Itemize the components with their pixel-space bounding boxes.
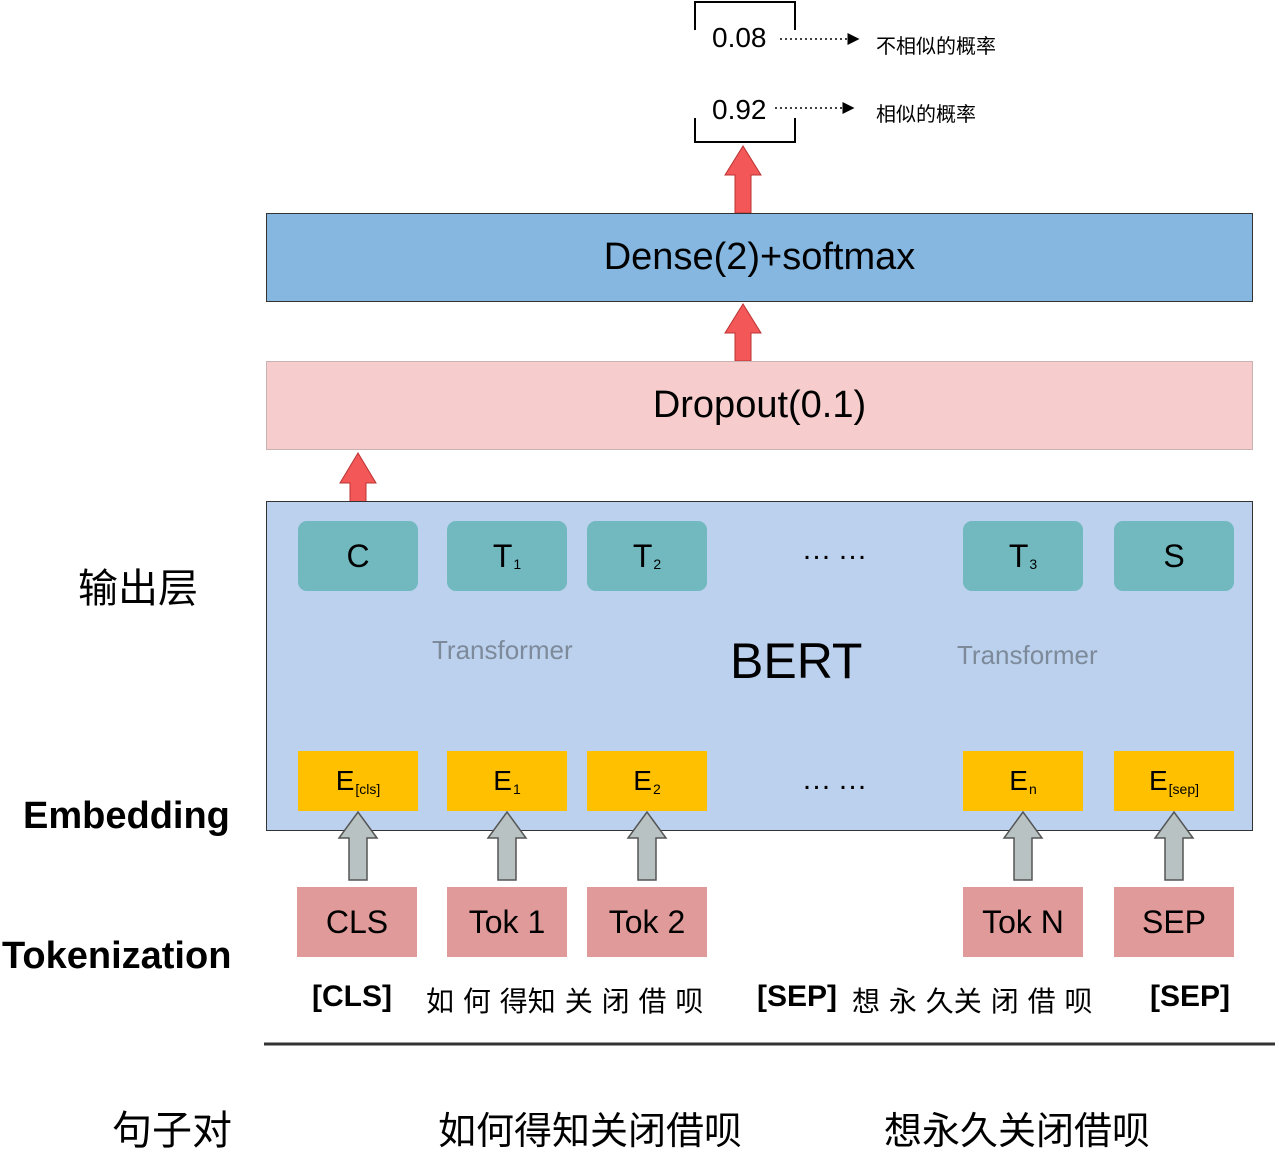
embedding-ellipsis: ……: [801, 763, 874, 796]
sentence-2: 想永久关闭借呗: [884, 1109, 1151, 1153]
prob-value-dissimilar: 0.08: [712, 22, 767, 53]
sequence-sep2: [SEP]: [1150, 980, 1231, 1013]
red-arrow-mid: [724, 303, 762, 362]
prob-bracket-top: [694, 1, 796, 30]
gray-arrow-tok2: [626, 810, 668, 881]
transformer-label-left: Transformer: [432, 635, 573, 665]
output-token-s: S: [1114, 521, 1234, 591]
transformer-label-right: Transformer: [957, 640, 1098, 670]
token-sep: SEP: [1114, 887, 1234, 957]
dropout-layer-label: Dropout(0.1): [652, 384, 867, 426]
bert-block: [266, 501, 1253, 831]
output-token-c: C: [298, 521, 418, 591]
sentence-1: 如何得知关闭借呗: [438, 1109, 743, 1153]
side-label-tokenization: Tokenization: [2, 935, 232, 977]
gray-arrow-sep: [1153, 810, 1195, 881]
embedding-sep: E[sep]: [1114, 751, 1234, 811]
token-1: Tok 1: [447, 887, 567, 957]
red-arrow-top: [724, 145, 762, 214]
prob-label-similar: 相似的概率: [876, 102, 976, 126]
gray-arrow-cls: [337, 810, 379, 881]
side-label-output-layer: 输出层: [78, 566, 198, 612]
prob-label-dissimilar: 不相似的概率: [876, 34, 996, 58]
sequence-sentence2: 想 永 久关 闭 借 呗: [852, 985, 1093, 1018]
embedding-cls: E[cls]: [298, 751, 418, 811]
output-ellipsis: ……: [801, 533, 874, 566]
dense-layer-label: Dense(2)+softmax: [603, 236, 916, 278]
token-n: Tok N: [963, 887, 1083, 957]
gray-arrow-tokn: [1002, 810, 1044, 881]
side-label-sentence-pair: 句子对: [112, 1108, 232, 1154]
prob-value-similar: 0.92: [712, 94, 767, 125]
dense-layer: Dense(2)+softmax: [266, 213, 1253, 302]
bert-title: BERT: [730, 633, 863, 689]
gray-arrow-tok1: [486, 810, 528, 881]
token-cls: CLS: [297, 887, 417, 957]
sequence-sentence1: 如 何 得知 关 闭 借 呗: [426, 985, 704, 1018]
sequence-sep1: [SEP]: [757, 980, 838, 1013]
dropout-layer: Dropout(0.1): [266, 361, 1253, 450]
sequence-cls: [CLS]: [312, 980, 392, 1013]
prob-bracket-bottom: [694, 118, 796, 143]
side-label-embedding: Embedding: [23, 795, 230, 837]
token-2: Tok 2: [587, 887, 707, 957]
